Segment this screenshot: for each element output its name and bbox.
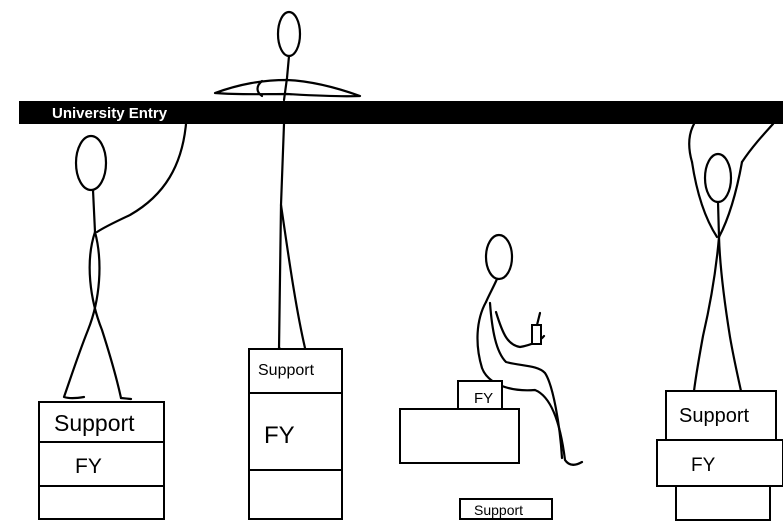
phone-icon xyxy=(531,324,542,345)
box-fy-seated xyxy=(457,380,503,410)
box-support-right-label: Support xyxy=(679,405,749,427)
stack-center: Support FY xyxy=(248,348,343,520)
box-support-left xyxy=(38,401,165,443)
box-support-center xyxy=(248,348,343,394)
box-base-center xyxy=(248,469,343,520)
box-support-ground-label: Support xyxy=(474,502,523,518)
box-fy-seated-label: FY xyxy=(474,390,493,407)
person-left-head xyxy=(74,134,108,192)
person-seated-head xyxy=(484,233,514,281)
person-right-head xyxy=(703,152,733,204)
box-fy-center-label: FY xyxy=(264,422,295,449)
box-fy-left xyxy=(38,441,165,487)
box-support-left-label: Support xyxy=(54,410,135,436)
stack-left: Support FY xyxy=(38,401,165,520)
box-support-right xyxy=(665,390,777,441)
box-support-ground xyxy=(459,498,553,520)
center-figure-head xyxy=(276,10,302,58)
box-fy-left-label: FY xyxy=(75,455,102,478)
box-fy-right xyxy=(656,439,783,487)
center-figure-arms xyxy=(213,78,362,98)
box-fy-center xyxy=(248,392,343,471)
box-base-right xyxy=(675,485,771,521)
center-figure-lower xyxy=(277,122,307,353)
left-figure-arm-top xyxy=(95,122,188,234)
center-figure-upper xyxy=(213,10,362,102)
person-seated xyxy=(476,233,584,466)
box-support-center-label: Support xyxy=(258,362,315,379)
stack-seated: FY Support xyxy=(399,380,553,520)
university-entry-bar: University Entry xyxy=(19,101,783,124)
person-right xyxy=(690,152,744,393)
person-left xyxy=(62,134,133,401)
box-seat xyxy=(399,408,520,464)
university-entry-label: University Entry xyxy=(52,105,168,122)
right-figure-hands xyxy=(688,122,775,164)
stack-right: Support FY xyxy=(656,390,783,521)
box-fy-right-label: FY xyxy=(691,455,716,476)
box-base-left xyxy=(38,485,165,520)
